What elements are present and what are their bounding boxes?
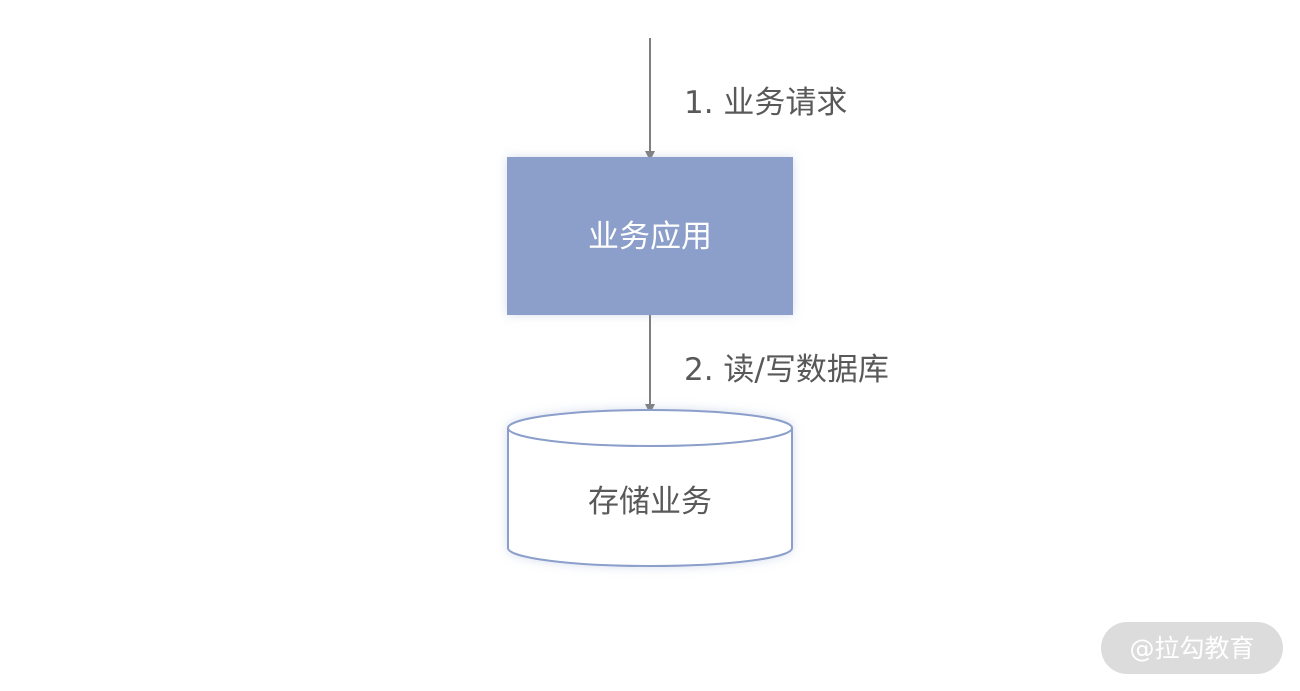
watermark-pill [1101, 622, 1283, 674]
business-app-node [507, 157, 793, 315]
storage-cylinder-top [507, 409, 793, 447]
storage-database-node [507, 409, 793, 567]
business-app-label: 业务应用 [588, 219, 712, 255]
request-label: 1. 业务请求 [684, 85, 847, 121]
storage-label: 存储业务 [588, 484, 712, 520]
watermark: @拉勾教育 [1101, 622, 1283, 674]
watermark-text: @拉勾教育 [1129, 634, 1254, 663]
db-access-label: 2. 读/写数据库 [684, 352, 889, 388]
storage-cylinder-body [507, 428, 793, 567]
business-app-box [507, 157, 793, 315]
